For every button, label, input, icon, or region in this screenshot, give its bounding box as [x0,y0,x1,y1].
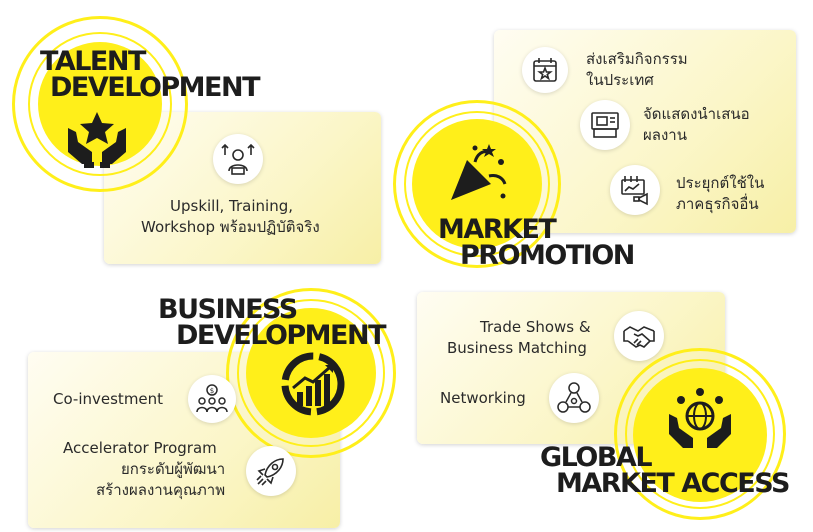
global-item-2-icon-wrap [549,373,599,423]
network-people-icon [557,382,591,413]
market-item-2-line2: ผลงาน [643,126,687,144]
business-planning-icon [621,176,648,206]
global-item-1-line1: Trade Shows & [480,318,591,336]
skill-growth-icon [221,143,255,175]
talent-item-line1: Upskill, Training, [170,197,293,215]
market-ring-inner [404,111,550,257]
market-item-1-line1: ส่งเสริมกิจกรรม [586,50,688,68]
business-ring-inner [237,299,385,447]
rocket-icon [256,458,284,486]
hands-globe-icon [669,388,731,448]
talent-heading-line2: DEVELOPMENT [50,72,261,103]
business-heading-line1: BUSINESS [158,294,298,325]
market-item-2-icon-wrap [580,100,630,150]
market-item-3-line2: ภาคธุรกิจอื่น [676,195,759,213]
exhibition-booth-icon [591,112,619,138]
market-item-3-line1: ประยุกต์ใช้ใน [676,174,765,192]
talent-circle [38,42,162,166]
market-item-1-icon-wrap [522,47,568,93]
talent-ring [12,16,188,192]
svg-text:$: $ [210,387,214,395]
talent-heading-line1: TALENT [40,46,146,77]
global-item-1-icon-wrap [614,311,664,361]
hands-star-icon [68,112,126,168]
global-ring [614,348,786,520]
business-item-2-icon-wrap [246,446,296,496]
business-circle [246,308,376,438]
global-item-1-line2: Business Matching [447,339,587,357]
handshake-icon [623,326,655,348]
market-heading-line2: PROMOTION [460,240,635,271]
global-ring-inner [625,359,775,509]
global-item-2-line1: Networking [440,389,526,407]
business-item-1-icon-wrap: $ [188,375,236,423]
growth-chart-icon [281,352,345,416]
business-heading-line2: DEVELOPMENT [176,320,387,351]
talent-item-icon-wrap [213,134,263,184]
market-item-3-icon-wrap [610,165,660,215]
market-item-2-line1: จัดแสดงนำเสนอ [643,105,750,123]
market-heading-line1: MARKET [438,214,557,245]
business-item-2-line2: ยกระดับผู้พัฒนา [121,460,226,478]
calendar-star-icon [533,58,557,82]
global-heading-line1: GLOBAL [540,442,653,473]
business-item-2-line1: Accelerator Program [63,439,217,457]
market-item-1-line2: ในประเทศ [586,71,654,89]
global-heading-line2: MARKET ACCESS [556,468,790,499]
talent-ring-inner [28,32,172,176]
business-ring [226,288,396,458]
party-popper-icon [451,144,507,200]
co-investment-icon: $ [196,384,228,413]
talent-item-line2: Workshop พร้อมปฏิบัติจริง [141,218,320,236]
business-item-1-line1: Co-investment [53,390,164,408]
market-ring [393,100,561,268]
business-item-2-line3: สร้างผลงานคุณภาพ [96,481,226,499]
